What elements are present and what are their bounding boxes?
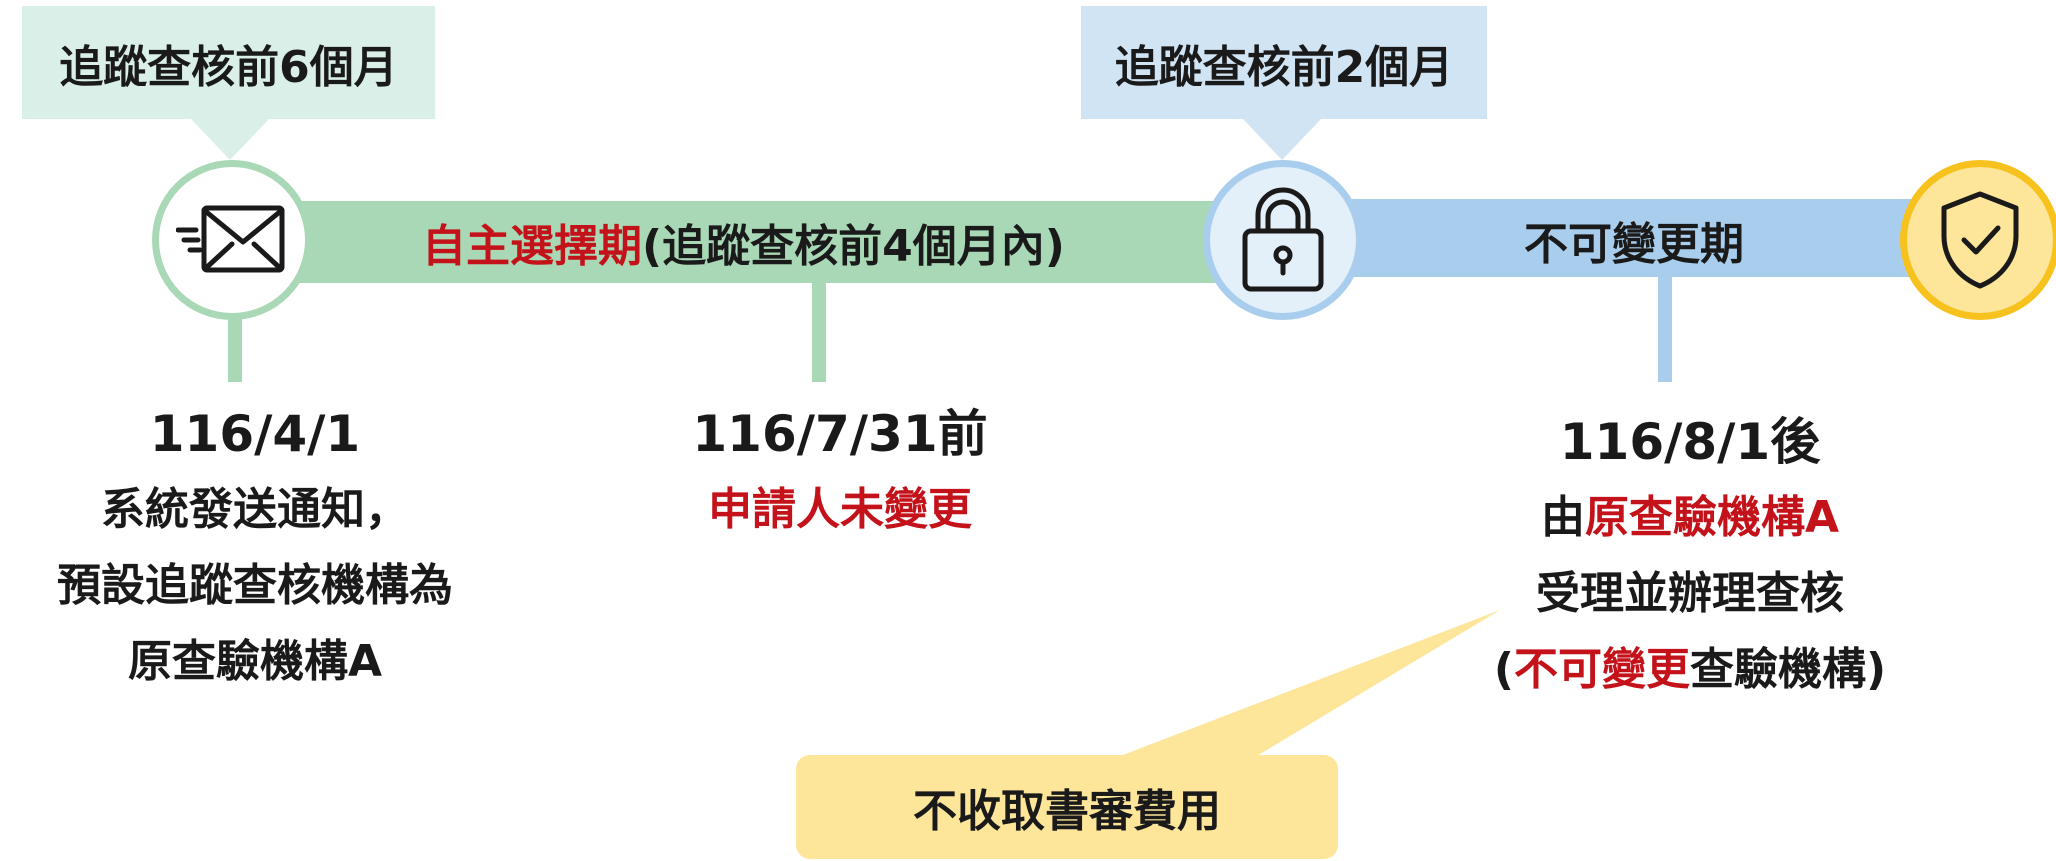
fee-callout-text: 不收取書審費用 <box>913 786 1221 837</box>
padlock-node <box>1203 160 1363 320</box>
padlock-icon <box>1240 185 1326 295</box>
after-line-1-prefix: 由 <box>1540 492 1585 543</box>
selection-period-rest: (追蹤查核前4個月內) <box>642 221 1065 272</box>
envelope-node <box>152 160 312 320</box>
after-line-2: 受理並辦理查核 <box>1536 568 1844 619</box>
after-line-3-rest: 查驗機構) <box>1690 644 1887 695</box>
selection-period-band <box>232 201 1232 283</box>
callout-two-months-pointer <box>1242 118 1322 160</box>
shield-node <box>1900 160 2056 320</box>
notice-line-1: 系統發送通知， <box>101 484 409 535</box>
shield-check-icon <box>1938 190 2022 290</box>
selection-period-highlight: 自主選擇期 <box>422 221 642 272</box>
locked-period-text: 不可變更期 <box>1524 219 1744 270</box>
after-line-1-highlight: 原查驗機構A <box>1584 492 1840 543</box>
milestone-deadline: 116/7/31前 申請人未變更 <box>640 396 1040 548</box>
locked-period-band <box>1282 199 1972 277</box>
deadline-date: 116/7/31前 <box>692 405 988 463</box>
locked-period-label: 不可變更期 <box>1524 208 1744 272</box>
after-line-3-highlight: 不可變更 <box>1514 644 1690 695</box>
deadline-line-1: 申請人未變更 <box>708 484 972 535</box>
callout-two-months: 追蹤查核前2個月 <box>1081 6 1487 119</box>
stem-deadline <box>812 280 826 382</box>
callout-six-months-text: 追蹤查核前6個月 <box>59 41 398 93</box>
after-line-1: 由原查驗機構A <box>1440 480 1940 556</box>
envelope-icon <box>176 200 288 280</box>
after-line-3-open: ( <box>1493 644 1514 695</box>
notice-line-2: 預設追蹤查核機構為 <box>57 560 453 611</box>
selection-period-label: 自主選擇期 (追蹤查核前4個月內) <box>422 210 1065 274</box>
notice-line-3: 原查驗機構A <box>127 636 383 687</box>
callout-six-months-pointer <box>190 118 270 160</box>
after-date: 116/8/1後 <box>1559 413 1821 471</box>
stem-notice <box>228 300 242 382</box>
after-line-3: (不可變更查驗機構) <box>1440 632 1940 708</box>
milestone-notice: 116/4/1 系統發送通知， 預設追蹤查核機構為 原查驗機構A <box>0 396 510 700</box>
callout-six-months: 追蹤查核前6個月 <box>22 6 435 119</box>
milestone-after: 116/8/1後 由原查驗機構A 受理並辦理查核 (不可變更查驗機構) <box>1440 404 1940 708</box>
stem-after <box>1658 276 1672 382</box>
notice-date: 116/4/1 <box>149 405 361 463</box>
fee-callout-pointer <box>1110 610 1500 760</box>
callout-two-months-text: 追蹤查核前2個月 <box>1114 41 1454 93</box>
fee-callout: 不收取書審費用 <box>796 755 1338 859</box>
